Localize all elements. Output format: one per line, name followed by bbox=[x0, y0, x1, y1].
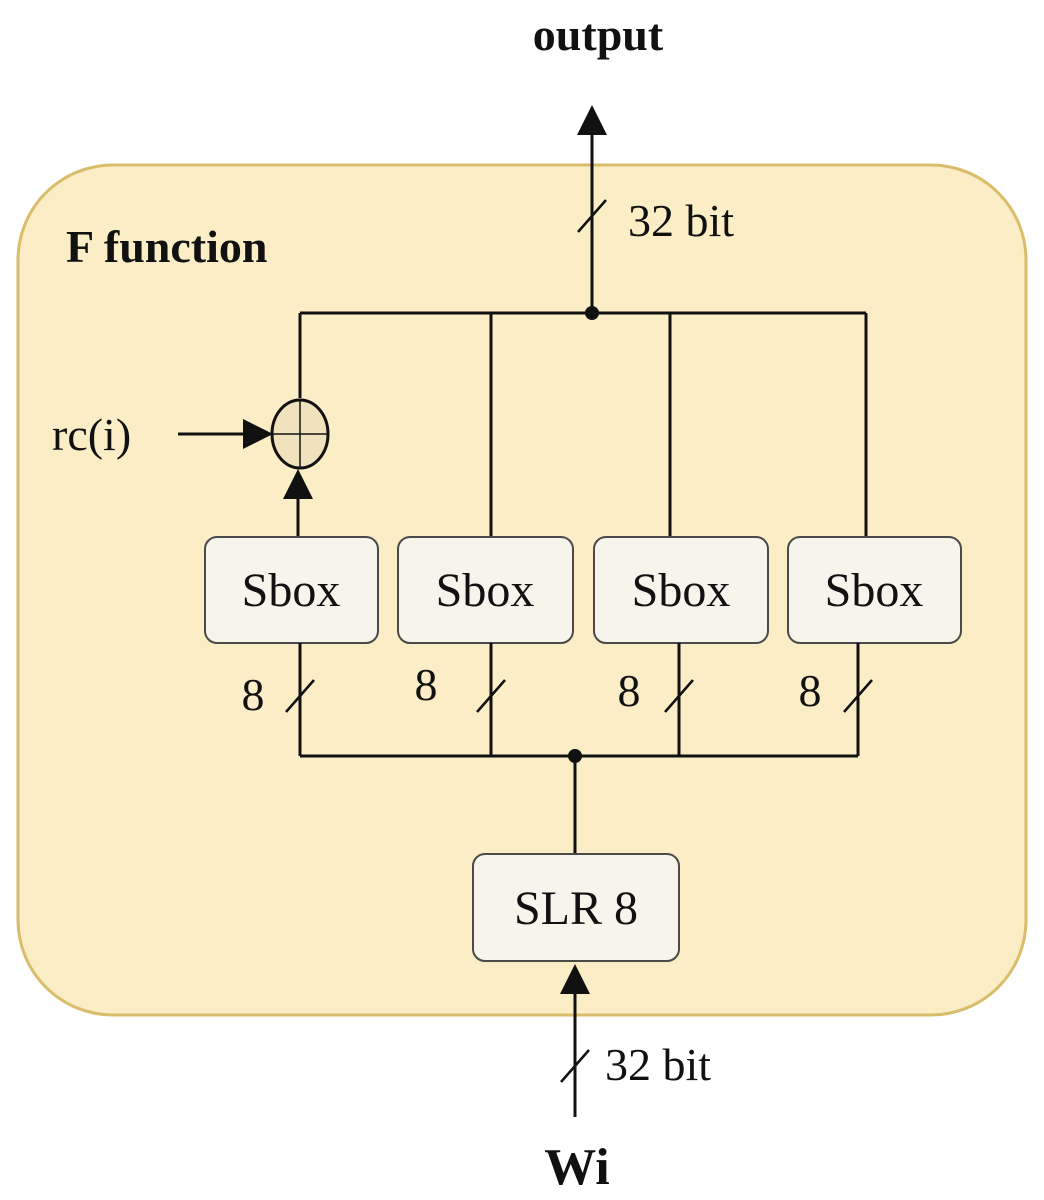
sbox-label: Sbox bbox=[436, 564, 535, 617]
sbox-1: Sbox bbox=[204, 536, 379, 644]
sbox-3: Sbox bbox=[593, 536, 769, 644]
sbox3-width-slash bbox=[664, 679, 694, 713]
sbox-4: Sbox bbox=[787, 536, 962, 644]
sbox4-width-label: 8 bbox=[799, 665, 822, 716]
slr-box: SLR 8 bbox=[472, 853, 680, 962]
output-width-slash bbox=[577, 199, 607, 233]
input-label: Wi bbox=[544, 1139, 610, 1196]
round-constant-label: rc(i) bbox=[52, 409, 131, 460]
sbox2-width-label: 8 bbox=[415, 659, 438, 710]
sbox-label: Sbox bbox=[632, 564, 731, 617]
input-width-label: 32 bit bbox=[605, 1039, 711, 1090]
input-width-slash bbox=[560, 1049, 590, 1083]
sbox-label: Sbox bbox=[825, 564, 924, 617]
sbox-label: Sbox bbox=[242, 564, 341, 617]
top-junction-dot bbox=[585, 306, 599, 320]
sbox-2: Sbox bbox=[397, 536, 574, 644]
output-width-label: 32 bit bbox=[628, 195, 734, 246]
sbox1-width-slash bbox=[285, 679, 315, 713]
sbox2-width-slash bbox=[476, 679, 506, 713]
slr-label: SLR 8 bbox=[514, 882, 638, 935]
sbox1-width-label: 8 bbox=[242, 669, 265, 720]
sbox4-width-slash bbox=[843, 679, 873, 713]
sbox3-width-label: 8 bbox=[618, 665, 641, 716]
output-label: output bbox=[533, 9, 664, 60]
container-title: F function bbox=[66, 221, 267, 272]
